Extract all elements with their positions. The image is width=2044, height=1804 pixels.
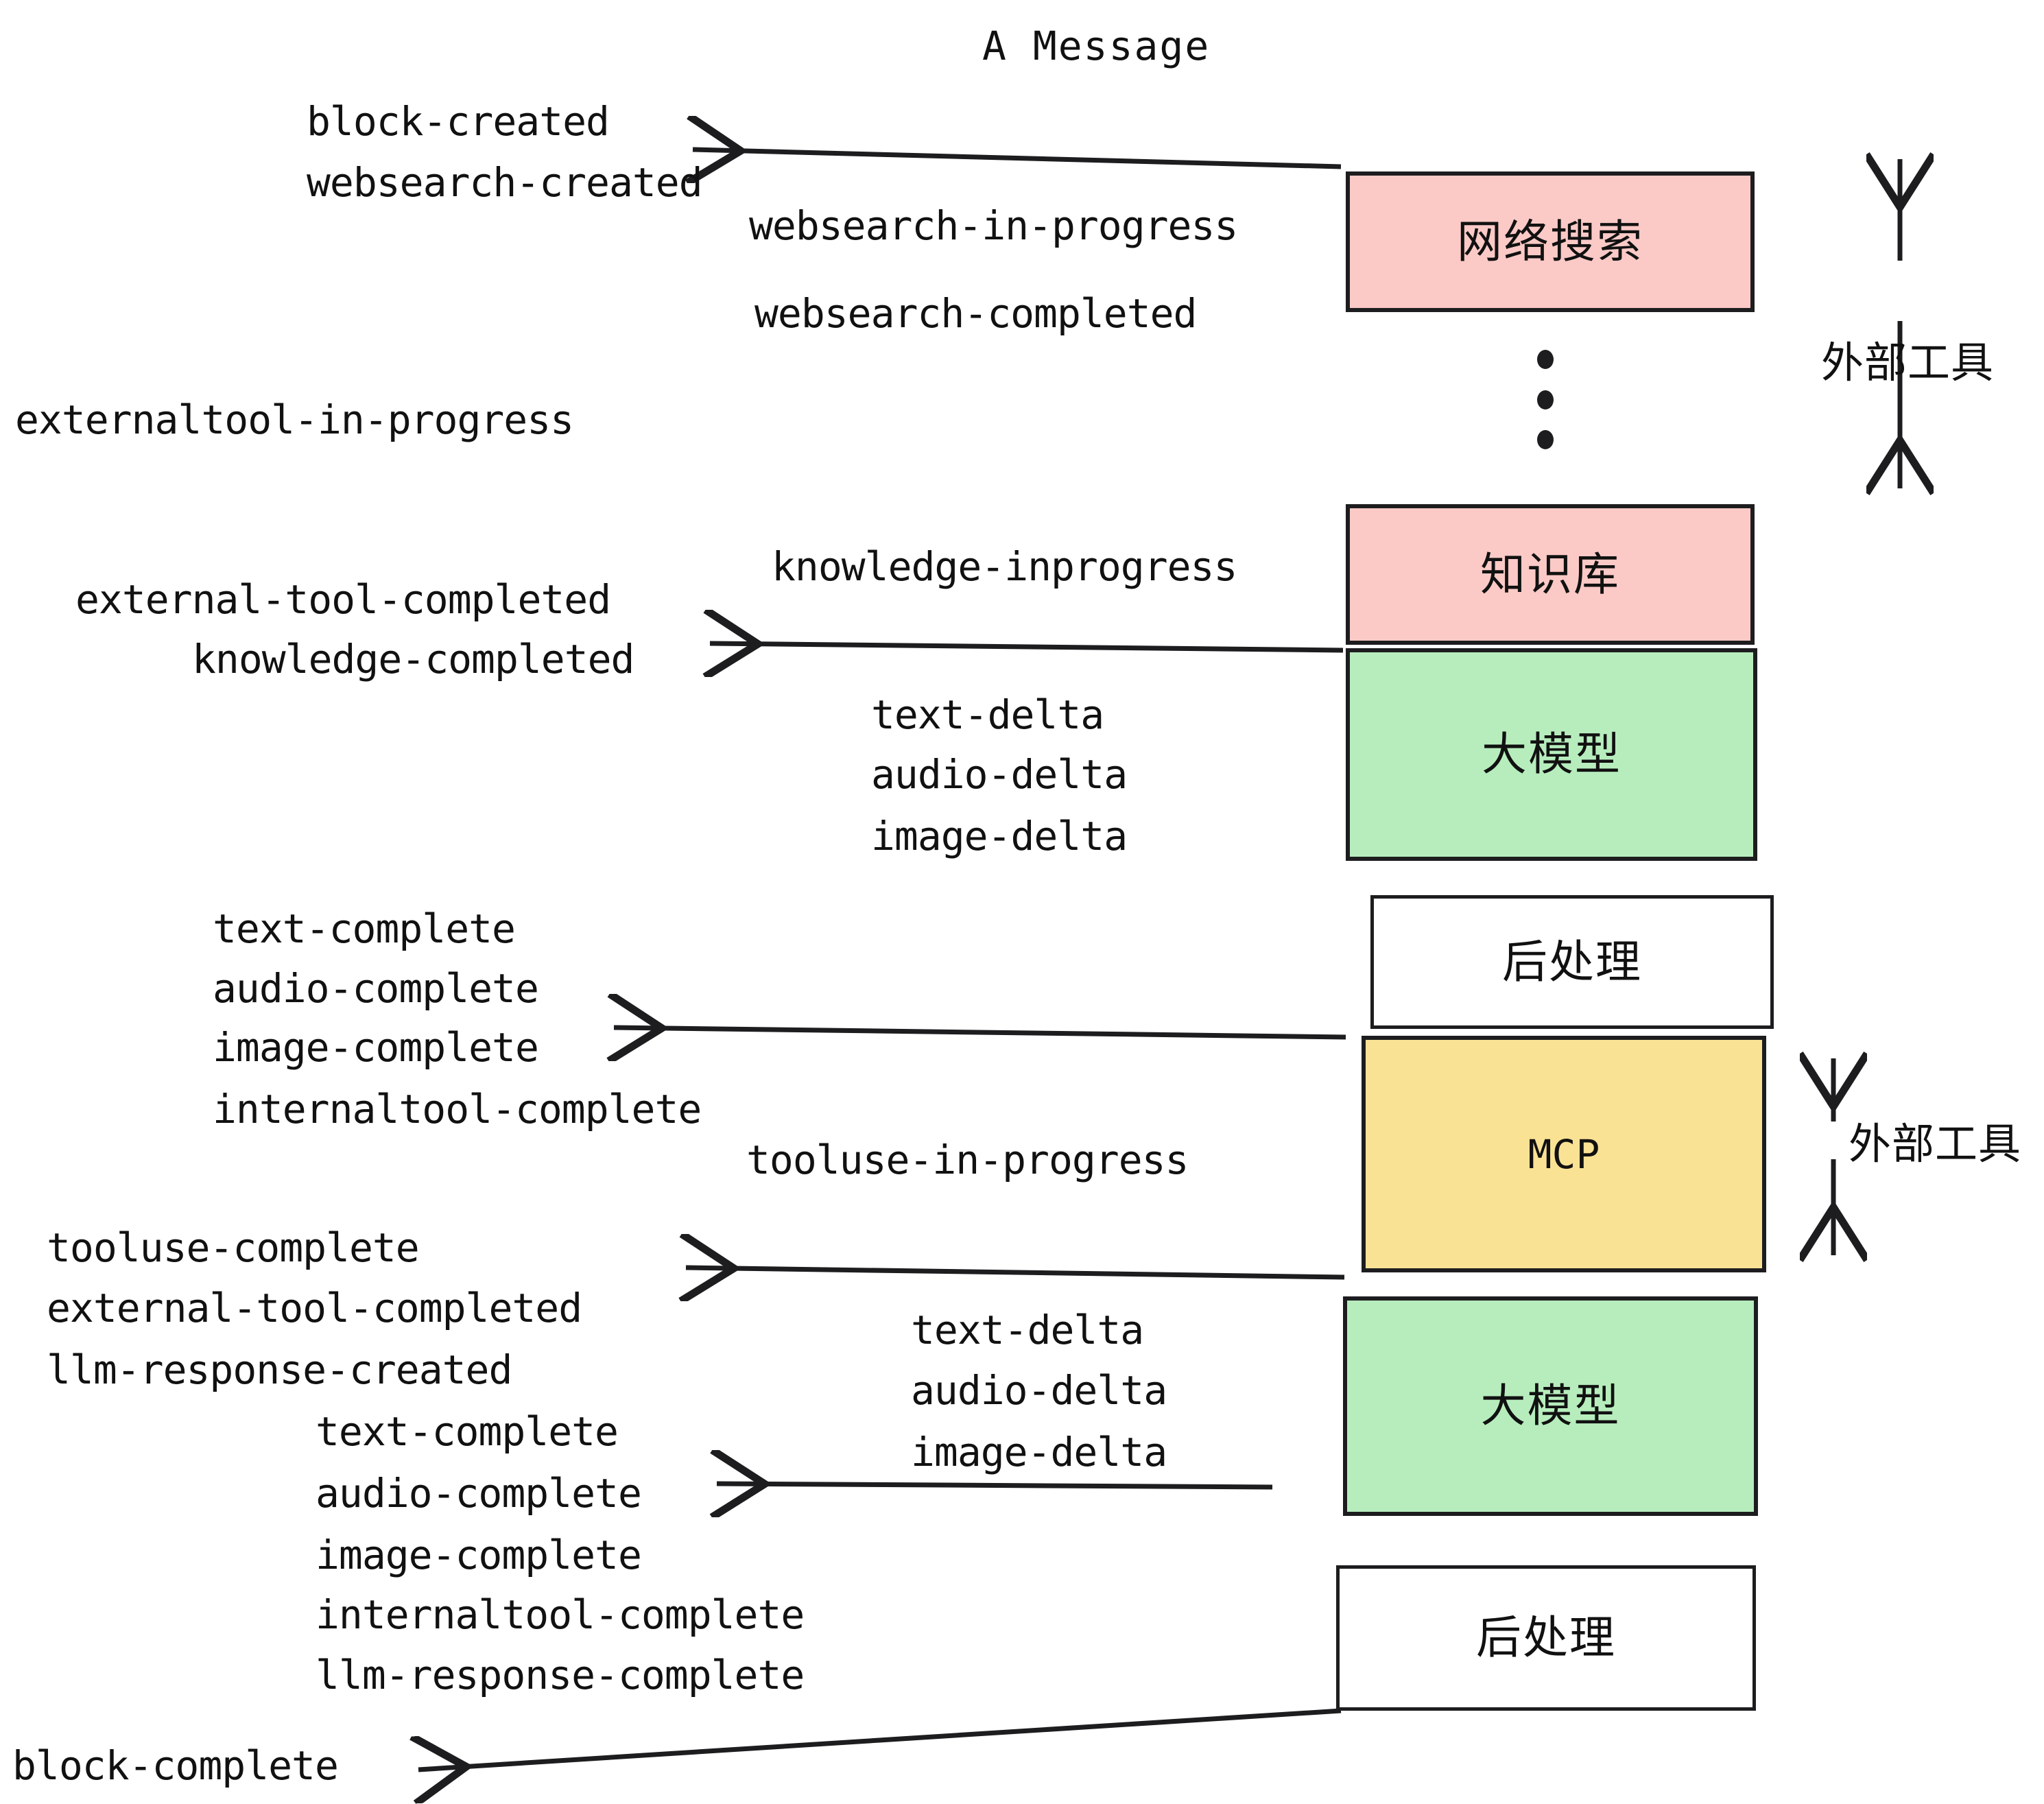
event-text-delta-2: text-delta (911, 1307, 1144, 1353)
event-tooluse-complete: tooluse-complete (47, 1224, 420, 1271)
node-postprocess-top-label: 后处理 (1502, 935, 1642, 988)
node-mcp[interactable]: MCP (1362, 1036, 1766, 1272)
arrow-audio-complete (717, 1484, 1273, 1487)
arrow-tooluse-complete (686, 1268, 1345, 1277)
event-audio-complete-1: audio-complete (213, 965, 539, 1012)
event-externaltool-in-progress: externaltool-in-progress (15, 396, 574, 443)
event-external-tool-completed-2: external-tool-completed (47, 1285, 582, 1331)
node-postprocess-bottom-label: 后处理 (1476, 1611, 1616, 1664)
event-block-created: block-created (307, 98, 610, 145)
arrow-image-complete (614, 1028, 1346, 1037)
event-external-tool-completed-1: external-tool-completed (75, 576, 611, 623)
event-audio-complete-2: audio-complete (316, 1470, 642, 1517)
event-knowledge-inprogress: knowledge-inprogress (772, 543, 1237, 590)
node-websearch-label: 网络搜索 (1457, 215, 1643, 268)
event-image-delta-2: image-delta (911, 1429, 1167, 1475)
event-image-complete-2: image-complete (316, 1532, 642, 1578)
dot-1 (1537, 350, 1554, 369)
node-knowledge-label: 知识库 (1480, 547, 1620, 601)
side-label-external-tool-lower: 外部工具 (1849, 1119, 2022, 1169)
node-llm-top-label: 大模型 (1482, 728, 1621, 781)
event-text-complete-2: text-complete (316, 1408, 619, 1455)
event-websearch-in-progress: websearch-in-progress (749, 202, 1238, 249)
event-image-delta-1: image-delta (871, 813, 1128, 859)
node-llm-top[interactable]: 大模型 (1346, 648, 1757, 861)
node-llm-bottom-label: 大模型 (1480, 1379, 1621, 1432)
ellipsis-dots (1536, 350, 1554, 449)
node-mcp-label: MCP (1528, 1130, 1600, 1178)
event-websearch-completed: websearch-completed (754, 290, 1197, 337)
dot-2 (1537, 390, 1554, 410)
arrow-block-created (693, 150, 1342, 167)
side-label-external-tool-upper: 外部工具 (1821, 337, 1995, 388)
node-websearch[interactable]: 网络搜索 (1346, 171, 1755, 312)
page-title: A Message (982, 23, 1211, 69)
event-text-complete-1: text-complete (213, 905, 516, 952)
event-audio-delta-1: audio-delta (871, 751, 1128, 798)
event-internaltool-complete-1: internaltool-complete (213, 1086, 702, 1132)
event-llm-response-complete: llm-response-complete (316, 1652, 805, 1698)
node-llm-bottom[interactable]: 大模型 (1343, 1296, 1758, 1516)
node-postprocess-bottom[interactable]: 后处理 (1336, 1565, 1756, 1711)
dot-3 (1537, 430, 1554, 449)
event-internaltool-complete-2: internaltool-complete (316, 1591, 805, 1638)
event-tooluse-in-progress: tooluse-in-progress (746, 1137, 1189, 1183)
node-postprocess-top[interactable]: 后处理 (1370, 895, 1774, 1029)
event-image-complete-1: image-complete (213, 1024, 539, 1071)
event-websearch-created: websearch-created (307, 159, 703, 206)
node-knowledge[interactable]: 知识库 (1346, 504, 1755, 645)
event-audio-delta-2: audio-delta (911, 1367, 1167, 1414)
event-llm-response-created: llm-response-created (47, 1346, 512, 1393)
arrow-knowledge-completed (710, 643, 1344, 650)
arrow-block-complete (418, 1708, 1342, 1770)
event-text-delta-1: text-delta (871, 691, 1104, 738)
event-block-complete: block-complete (12, 1742, 339, 1789)
event-knowledge-completed: knowledge-completed (192, 636, 634, 683)
